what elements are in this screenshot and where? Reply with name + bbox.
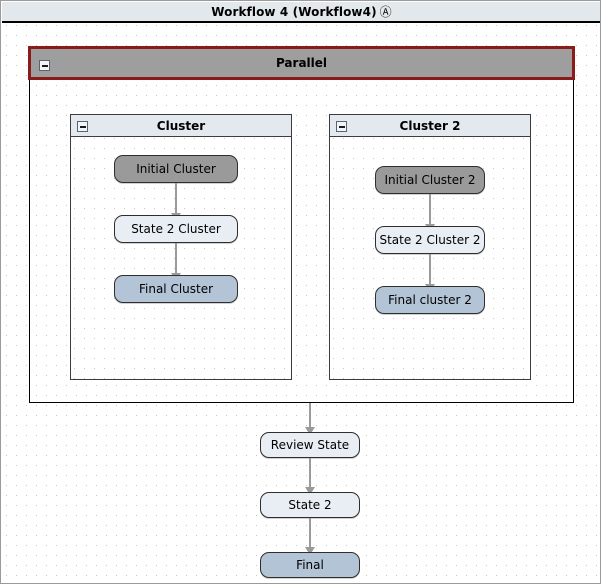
edge-state-to-final-cluster2 [429,254,431,290]
node-label: Initial Cluster 2 [384,173,476,187]
window-titlebar: Workflow 4 (Workflow4)Ⓐ [2,2,600,23]
cluster-container-2[interactable]: Cluster 2 Initial Cluster 2 State 2 Clus… [329,114,531,380]
parallel-container-header[interactable]: Parallel [28,46,575,80]
edge-state-to-final-cluster1 [175,243,177,279]
node-state-2[interactable]: State 2 [260,492,360,518]
collapse-toggle-cluster-1-icon[interactable] [77,121,88,132]
page-title: Workflow 4 (Workflow4)Ⓐ [211,3,392,20]
node-label: Review State [270,438,350,452]
edge-parallel-to-review [309,403,311,435]
node-label: State 2 [288,498,332,512]
node-state2-cluster-2[interactable]: State 2 Cluster 2 [375,226,485,254]
arrowhead-icon [305,427,315,435]
node-label: Final Cluster [138,282,214,296]
node-final[interactable]: Final [260,552,360,578]
node-final-cluster-2[interactable]: Final cluster 2 [375,286,485,314]
node-label: Final cluster 2 [388,293,472,307]
cluster-container-1[interactable]: Cluster Initial Cluster State 2 Cluster … [70,114,292,380]
cluster-1-label: Cluster [156,118,206,133]
cluster-2-label: Cluster 2 [399,118,461,133]
cluster-1-header[interactable]: Cluster [71,115,291,137]
node-review-state[interactable]: Review State [260,432,360,458]
node-label: Initial Cluster [136,162,216,176]
node-label: State 2 Cluster [131,222,221,236]
node-label: State 2 Cluster 2 [379,233,481,247]
parallel-container-label: Parallel [275,56,328,70]
cluster-2-header[interactable]: Cluster 2 [330,115,530,137]
collapse-toggle-cluster-2-icon[interactable] [336,121,347,132]
diagram-canvas[interactable]: Parallel Cluster Initial Cluster State 2… [2,24,600,583]
node-initial-cluster[interactable]: Initial Cluster [114,155,238,183]
annotation-badge-icon: Ⓐ [379,5,392,19]
node-label: Final [296,558,324,572]
node-state2-cluster[interactable]: State 2 Cluster [114,215,238,243]
edge-state2-to-final [309,518,311,554]
edge-review-to-state2 [309,458,311,494]
node-final-cluster[interactable]: Final Cluster [114,275,238,303]
edge-initial-to-state-cluster2 [429,194,431,230]
collapse-toggle-parallel-icon[interactable] [39,60,50,71]
window-title-text: Workflow 4 (Workflow4) [211,5,377,19]
node-initial-cluster-2[interactable]: Initial Cluster 2 [375,166,485,194]
arrowhead-icon [305,547,315,555]
arrowhead-icon [305,487,315,495]
edge-initial-to-state-cluster1 [175,183,177,219]
